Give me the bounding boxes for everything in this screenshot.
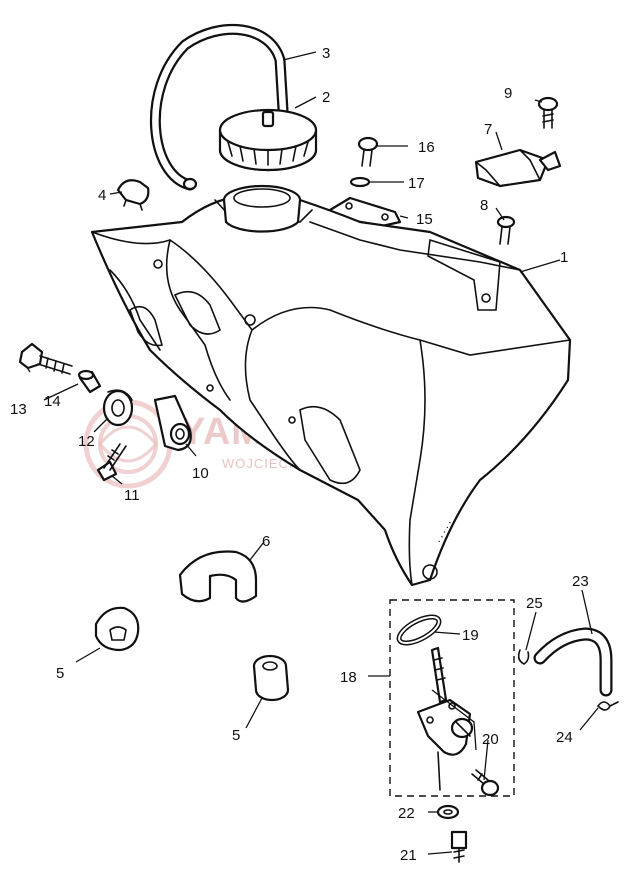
callout-7: 7	[484, 121, 492, 138]
callout-5b: 5	[232, 727, 240, 744]
o-ring-19	[396, 614, 442, 646]
callout-14: 14	[44, 393, 61, 410]
leader-lines	[25, 51, 599, 855]
bracket-10	[153, 394, 192, 452]
callout-10: 10	[192, 465, 209, 482]
screw-11	[96, 443, 127, 482]
callout-25: 25	[526, 595, 543, 612]
callout-22: 22	[398, 805, 415, 822]
callout-8: 8	[480, 197, 488, 214]
callout-17: 17	[408, 175, 425, 192]
bolt-13	[18, 342, 73, 375]
callout-23: 23	[572, 573, 589, 590]
callout-1: 1	[560, 249, 568, 266]
callout-21: 21	[400, 847, 417, 864]
fuel-cock-assembly-box	[389, 599, 515, 797]
callout-15: 15	[416, 211, 433, 228]
callout-12: 12	[78, 433, 95, 450]
callout-11: 11	[124, 487, 140, 504]
screw-21	[450, 830, 468, 863]
fuel-cock-18	[416, 646, 474, 791]
fuel-hose-23	[533, 627, 613, 697]
callout-20: 20	[482, 731, 499, 748]
callout-13: 13	[10, 401, 27, 418]
damper-12	[102, 389, 134, 427]
callout-4: 4	[98, 187, 106, 204]
callout-3: 3	[322, 45, 330, 62]
hose-clip-25	[517, 649, 530, 665]
callout-5a: 5	[56, 665, 64, 682]
washer-22	[436, 804, 460, 820]
filler-cap	[218, 108, 318, 172]
bolt-9	[537, 96, 559, 129]
vent-hose	[149, 23, 289, 191]
callout-6: 6	[262, 533, 270, 550]
damper-6	[178, 550, 258, 603]
callout-18: 18	[340, 669, 357, 686]
collar-14	[77, 369, 102, 394]
damper-5a	[94, 606, 140, 652]
bolt-8	[496, 215, 516, 245]
callout-16: 16	[418, 139, 435, 156]
rubber-strap	[474, 148, 562, 188]
fuel-tank: ·····	[90, 184, 572, 587]
callout-labels: 3 2 1 4 9 7 8 16 17 15 13 14 12 11 10 6 …	[10, 45, 589, 864]
washer-17	[349, 176, 371, 188]
callout-19: 19	[462, 627, 479, 644]
damper-5b	[252, 654, 290, 702]
callout-24: 24	[556, 729, 573, 746]
hose-clip-24	[596, 701, 619, 711]
screw-20	[471, 769, 500, 797]
bolt-16	[357, 136, 379, 167]
hose-clip	[116, 179, 150, 211]
callout-2: 2	[322, 89, 330, 106]
callout-9: 9	[504, 85, 512, 102]
